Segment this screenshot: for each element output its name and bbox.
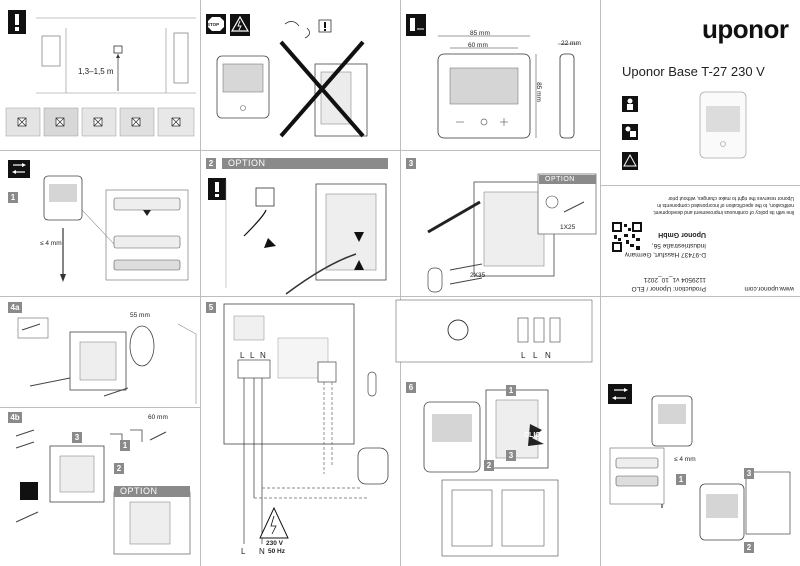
click-label: CLICK (524, 432, 546, 439)
step-badge: 1 (120, 440, 130, 451)
attach-front-drawing (423, 389, 559, 557)
company-doc-no: 1129504 v1_10_2021 (643, 276, 706, 283)
diameter-55: 55 mm (130, 312, 150, 319)
mount-height-label: 1,3–1,5 m (78, 67, 114, 76)
stop-label: STOP (207, 22, 220, 27)
terminal-label-bottom: N (259, 547, 265, 556)
wiring-diagram (223, 299, 593, 544)
remove-front-drawing (43, 175, 189, 282)
step-badge: 3 (744, 468, 754, 479)
step-badge: 3 (506, 450, 516, 461)
terminal-detail-label: L (533, 351, 538, 360)
frequency-label: 50 Hz (268, 548, 285, 555)
screwdriver-size-right: ≤ 4 mm (674, 456, 696, 463)
dimension-icon (406, 14, 426, 36)
step-badge: 4a (8, 302, 22, 313)
terminal-label: L (250, 351, 255, 360)
wall-mount-4b-drawing (15, 429, 191, 555)
open-device-prohibited-drawing (216, 19, 368, 138)
step-badge: 6 (406, 382, 416, 393)
placement-examples-strip (5, 107, 195, 137)
diameter-60: 60 mm (148, 414, 168, 421)
step-badge: 5 (206, 302, 216, 313)
screwdriver-size: ≤ 4 mm (40, 240, 62, 247)
brand-logo: uponor (702, 14, 789, 44)
kit-1x25: 1X25 (560, 224, 576, 231)
company-production: Production: Uponor / ELO (631, 285, 706, 292)
step-badge: 3 (406, 158, 416, 169)
divider (0, 407, 200, 408)
terminal-detail-label: N (545, 351, 551, 360)
disclaimer-line: Uponor reserves the right to make change… (668, 195, 794, 201)
thermostat-product-image (699, 91, 747, 159)
warning-icon (8, 10, 26, 34)
wall-mount-4a-drawing (17, 317, 197, 404)
divider (600, 0, 601, 566)
divider (400, 0, 401, 566)
divider (600, 185, 800, 186)
company-name: Uponor GmbH (658, 231, 706, 238)
terminal-label: L (240, 351, 245, 360)
company-street: Industriestraße 56, (651, 242, 706, 249)
disclaimer-line: line with its policy of continuous impro… (652, 209, 794, 215)
room-drawing (36, 17, 196, 94)
disclaimer-line: notification, to the specification of in… (657, 202, 794, 208)
divider (200, 0, 201, 566)
dim-width-outer: 85 mm (470, 30, 490, 37)
option-banner-small: OPTION (539, 175, 596, 184)
option-banner: OPTION (222, 158, 388, 169)
dim-depth: 22 mm (561, 40, 581, 47)
step-badge: 1 (8, 192, 18, 203)
step-badge: 1 (676, 474, 686, 485)
option-banner: OPTION (114, 486, 190, 497)
electrician-icon (622, 96, 638, 112)
swap-arrows-icon (608, 384, 632, 404)
stop-icon (206, 14, 226, 34)
mount-screws-drawing (427, 173, 597, 293)
divider (0, 296, 800, 297)
step-badge: 2 (744, 542, 754, 553)
dim-height: 85 mm (534, 82, 542, 102)
step-badge: 2 (484, 460, 494, 471)
hazard-voltage-icon (622, 152, 638, 170)
product-title: Uponor Base T-27 230 V (622, 64, 765, 79)
remove-device-drawing (609, 395, 791, 541)
manual-reading-icon (622, 124, 638, 140)
qr-code (612, 222, 642, 252)
step-badge: 3 (72, 432, 82, 443)
dimension-drawing (437, 35, 578, 139)
step-badge: 2 (206, 158, 216, 169)
terminal-label: N (260, 351, 266, 360)
divider (0, 150, 600, 151)
step-badge: 2 (114, 463, 124, 474)
voltage-label: 230 V (266, 540, 283, 547)
company-url: www.uponor.com (744, 285, 795, 292)
hazard-voltage-icon (230, 14, 250, 36)
terminal-label-bottom: L (241, 547, 246, 556)
dim-width-inner: 60 mm (468, 42, 488, 49)
option-break-tab-drawing (208, 178, 387, 295)
terminal-detail-label: L (521, 351, 526, 360)
swap-arrows-icon (8, 160, 30, 178)
kit-2x35: 2X35 (470, 272, 486, 279)
step-badge: 1 (506, 385, 516, 396)
step-badge: 4b (8, 412, 22, 423)
